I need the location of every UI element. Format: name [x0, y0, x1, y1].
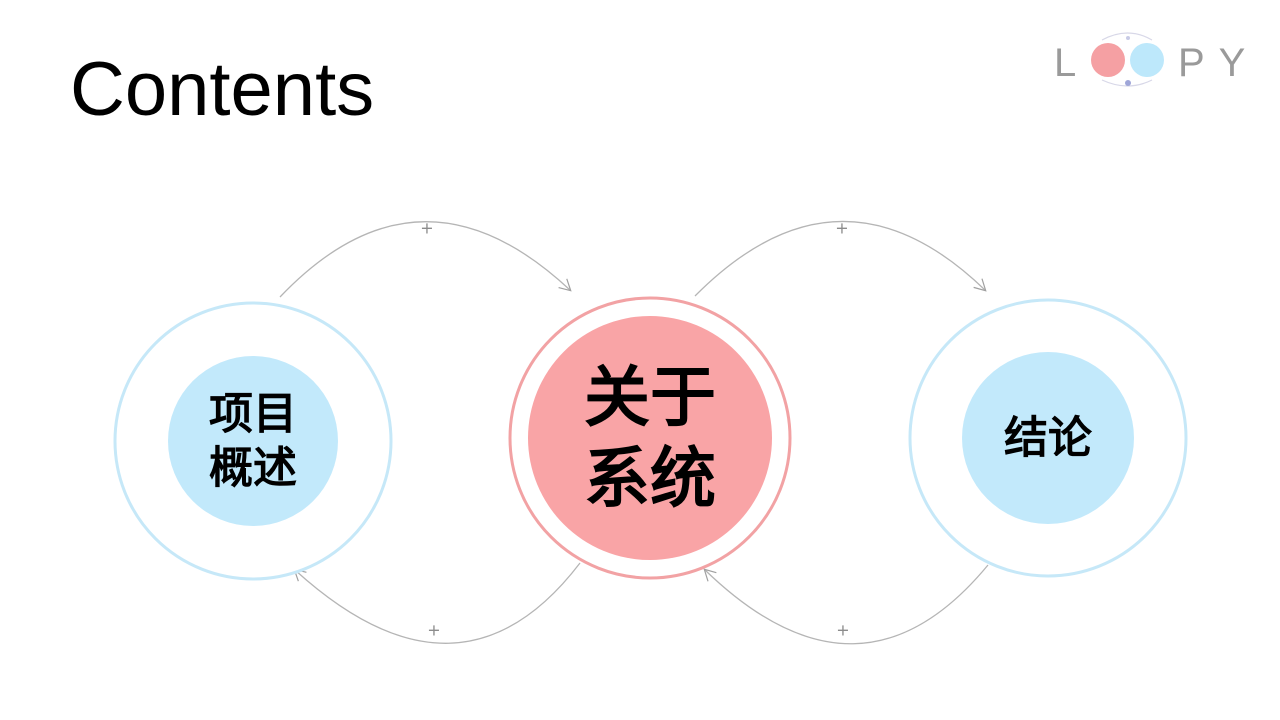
node-label-overview-line-0: 项目 [209, 389, 297, 440]
edge-sign-system-to-conclusion: + [835, 219, 848, 238]
node-disc-system [528, 316, 772, 560]
logo-small-dot-icon [1125, 80, 1131, 86]
logo-small-dot-top-icon [1126, 36, 1130, 40]
loopy-logo: L PY [1054, 32, 1259, 87]
page-title: Contents [70, 47, 375, 132]
logo-blue-dot-icon [1130, 43, 1164, 77]
node-disc-overview [168, 356, 338, 526]
edge-layer: + + + + [279, 219, 989, 645]
logo-loop-arc-icon [1101, 32, 1153, 41]
logo-letters-py: PY [1178, 41, 1259, 85]
edge-sign-overview-to-system: + [420, 219, 433, 238]
edge-arrow-overview-to-system [279, 221, 572, 298]
node-disc-conclusion [962, 352, 1134, 524]
logo-loop-arc-bottom-icon [1101, 79, 1153, 87]
edge-sign-system-to-overview: + [427, 621, 440, 640]
edge-sign-conclusion-to-system: + [836, 621, 849, 640]
node-label-system-line-1: 系统 [584, 440, 716, 517]
edge-arrow-system-to-overview [293, 562, 581, 644]
edge-arrow-conclusion-to-system [703, 564, 989, 645]
node-label-overview-line-1: 概述 [209, 442, 297, 493]
logo-letter-l: L [1054, 41, 1076, 85]
node-label-system-line-0: 关于 [584, 359, 716, 436]
edge-arrow-system-to-conclusion [694, 220, 987, 297]
node-label-conclusion-line-0: 结论 [1004, 413, 1093, 464]
logo-red-dot-icon [1091, 43, 1125, 77]
node-conclusion[interactable]: 结论 [908, 298, 1188, 578]
